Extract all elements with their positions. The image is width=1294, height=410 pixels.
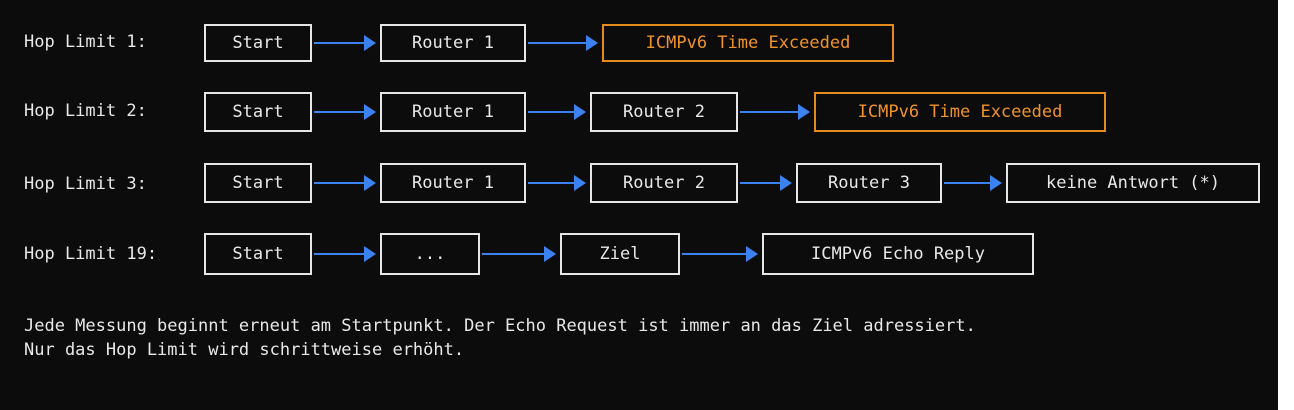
caption-line-1: Jede Messung beginnt erneut am Startpunk… bbox=[24, 316, 976, 336]
row-label-hop-limit-1: Hop Limit 1: bbox=[24, 32, 147, 52]
arrow-icon bbox=[944, 175, 1002, 191]
arrow-icon bbox=[528, 104, 586, 120]
arrow-icon bbox=[314, 175, 376, 191]
node-router-3: Router 3 bbox=[796, 163, 942, 203]
node-start: Start bbox=[204, 233, 312, 275]
caption: Jede Messung beginnt erneut am Startpunk… bbox=[24, 314, 976, 362]
node-start: Start bbox=[204, 92, 312, 132]
arrow-icon bbox=[528, 175, 586, 191]
node-start: Start bbox=[204, 163, 312, 203]
row-label-hop-limit-2: Hop Limit 2: bbox=[24, 101, 147, 121]
arrow-icon bbox=[482, 246, 556, 262]
arrow-icon bbox=[314, 246, 376, 262]
arrow-icon bbox=[528, 35, 598, 51]
row-label-hop-limit-3: Hop Limit 3: bbox=[24, 174, 147, 194]
node-router-1: Router 1 bbox=[380, 24, 526, 62]
node-start: Start bbox=[204, 24, 312, 62]
node-echo-reply: ICMPv6 Echo Reply bbox=[762, 233, 1034, 275]
node-router-1: Router 1 bbox=[380, 163, 526, 203]
node-target: Ziel bbox=[560, 233, 680, 275]
arrow-icon bbox=[314, 35, 376, 51]
arrow-icon bbox=[314, 104, 376, 120]
node-ellipsis: ... bbox=[380, 233, 480, 275]
arrow-icon bbox=[740, 104, 810, 120]
arrow-icon bbox=[682, 246, 758, 262]
node-router-2: Router 2 bbox=[590, 92, 738, 132]
node-no-answer: keine Antwort (*) bbox=[1006, 163, 1260, 203]
row-label-hop-limit-19: Hop Limit 19: bbox=[24, 244, 158, 264]
node-time-exceeded: ICMPv6 Time Exceeded bbox=[814, 92, 1106, 132]
node-time-exceeded: ICMPv6 Time Exceeded bbox=[602, 24, 894, 62]
arrow-icon bbox=[740, 175, 792, 191]
caption-line-2: Nur das Hop Limit wird schrittweise erhö… bbox=[24, 340, 465, 360]
node-router-1: Router 1 bbox=[380, 92, 526, 132]
node-router-2: Router 2 bbox=[590, 163, 738, 203]
